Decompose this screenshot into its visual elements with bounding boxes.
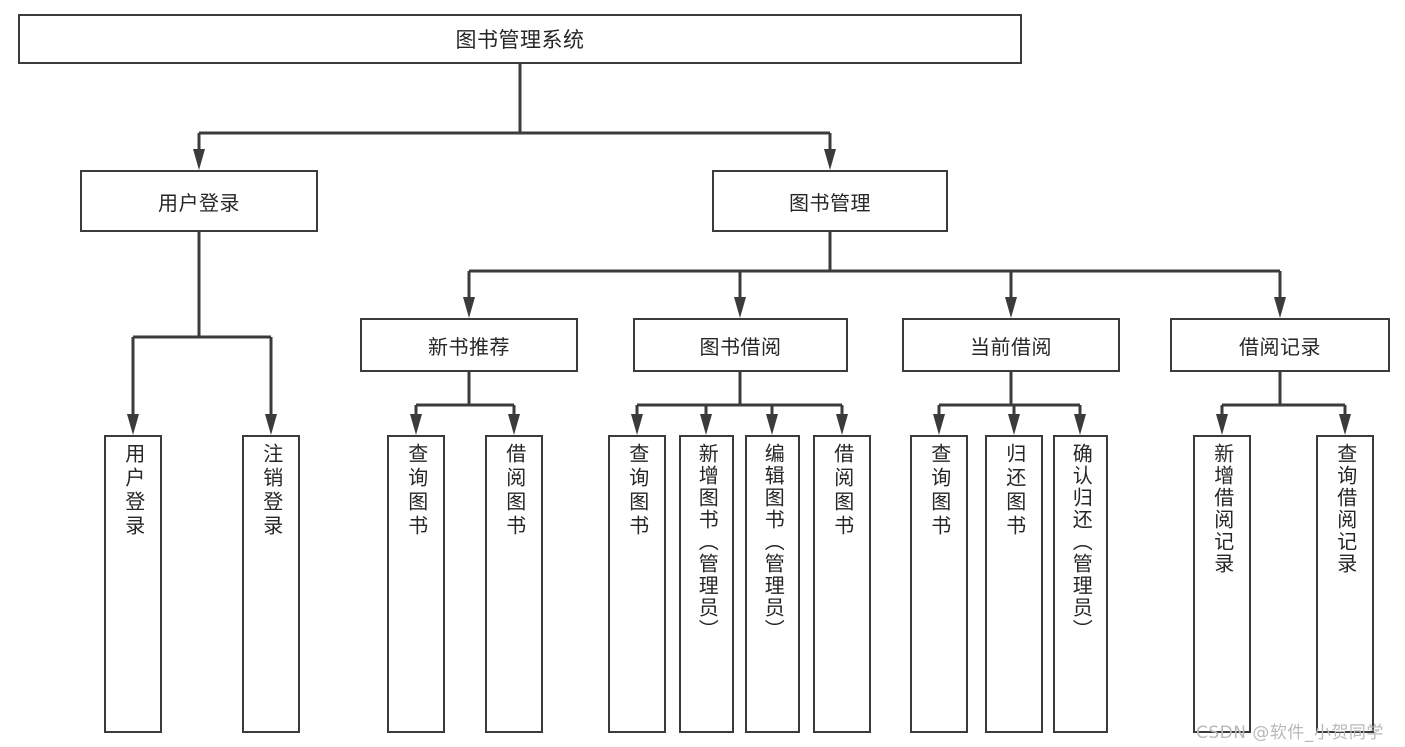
node-label: 图书借阅 bbox=[699, 334, 782, 359]
node-label: 新增图书（管理员） bbox=[695, 443, 720, 641]
node-label: 借阅记录 bbox=[1239, 334, 1321, 359]
node-book-borrow[interactable]: 图书借阅 bbox=[633, 318, 848, 372]
node-leaf-borrow-book[interactable]: 借阅图书 bbox=[813, 435, 871, 733]
node-leaf-user-login[interactable]: 用户登录 bbox=[104, 435, 162, 733]
node-borrow-record[interactable]: 借阅记录 bbox=[1170, 318, 1390, 372]
node-label: 注销登录 bbox=[259, 443, 284, 539]
conn-user-login-arrowhead-0 bbox=[127, 414, 139, 435]
conn-root-arrowhead-1 bbox=[824, 149, 836, 170]
conn-user-login-arrowhead-1 bbox=[265, 414, 277, 435]
node-leaf-add-record[interactable]: 新增借阅记录 bbox=[1193, 435, 1251, 733]
node-book-manage[interactable]: 图书管理 bbox=[712, 170, 948, 232]
node-leaf-return-book[interactable]: 归还图书 bbox=[985, 435, 1043, 733]
conn-book-borrow-arrowhead-3 bbox=[836, 414, 848, 435]
conn-new-book-rec-arrowhead-0 bbox=[410, 414, 422, 435]
conn-current-borrow-arrowhead-2 bbox=[1074, 414, 1086, 435]
node-label: 确认归还（管理员） bbox=[1069, 443, 1094, 641]
node-leaf-edit-book[interactable]: 编辑图书（管理员） bbox=[745, 435, 800, 733]
node-leaf-add-book[interactable]: 新增图书（管理员） bbox=[679, 435, 734, 733]
node-leaf-borrow-book-rec[interactable]: 借阅图书 bbox=[485, 435, 543, 733]
conn-book-manage-arrowhead-1 bbox=[734, 297, 746, 318]
node-label: 借阅图书 bbox=[830, 443, 855, 539]
csdn-watermark: CSDN @软件_小贺同学 bbox=[1196, 723, 1384, 743]
conn-book-borrow-arrowhead-2 bbox=[766, 414, 778, 435]
node-leaf-query-book-borrow[interactable]: 查询图书 bbox=[608, 435, 666, 733]
conn-book-manage-arrowhead-0 bbox=[463, 297, 475, 318]
conn-book-manage-arrowhead-2 bbox=[1005, 297, 1017, 318]
conn-root-arrowhead-0 bbox=[193, 149, 205, 170]
node-label: 用户登录 bbox=[158, 190, 240, 215]
conn-book-manage-arrowhead-3 bbox=[1274, 297, 1286, 318]
node-label: 图书管理 bbox=[789, 190, 871, 215]
conn-book-borrow-arrowhead-0 bbox=[631, 414, 643, 435]
node-label: 用户登录 bbox=[121, 443, 146, 539]
node-label: 新增借阅记录 bbox=[1210, 443, 1235, 575]
conn-current-borrow-arrowhead-0 bbox=[933, 414, 945, 435]
node-label: 查询借阅记录 bbox=[1333, 443, 1358, 575]
node-leaf-query-book-rec[interactable]: 查询图书 bbox=[387, 435, 445, 733]
conn-new-book-rec-arrowhead-1 bbox=[508, 414, 520, 435]
node-leaf-confirm-return[interactable]: 确认归还（管理员） bbox=[1053, 435, 1108, 733]
node-label: 借阅图书 bbox=[502, 443, 527, 539]
node-label: 查询图书 bbox=[927, 443, 952, 539]
node-current-borrow[interactable]: 当前借阅 bbox=[902, 318, 1120, 372]
conn-book-borrow-arrowhead-1 bbox=[700, 414, 712, 435]
node-leaf-query-record[interactable]: 查询借阅记录 bbox=[1316, 435, 1374, 733]
node-leaf-user-logout[interactable]: 注销登录 bbox=[242, 435, 300, 733]
node-label: 新书推荐 bbox=[428, 334, 510, 359]
node-label: 归还图书 bbox=[1002, 443, 1027, 539]
node-label: 编辑图书（管理员） bbox=[761, 443, 786, 641]
node-leaf-query-book-cur[interactable]: 查询图书 bbox=[910, 435, 968, 733]
node-label: 当前借阅 bbox=[970, 334, 1052, 359]
conn-current-borrow-arrowhead-1 bbox=[1008, 414, 1020, 435]
node-root[interactable]: 图书管理系统 bbox=[18, 14, 1022, 64]
node-label: 图书管理系统 bbox=[455, 28, 585, 52]
conn-borrow-record-arrowhead-1 bbox=[1339, 414, 1351, 435]
node-label: 查询图书 bbox=[404, 443, 429, 539]
node-user-login[interactable]: 用户登录 bbox=[80, 170, 318, 232]
node-label: 查询图书 bbox=[625, 443, 650, 539]
node-new-book-rec[interactable]: 新书推荐 bbox=[360, 318, 578, 372]
conn-borrow-record-arrowhead-0 bbox=[1216, 414, 1228, 435]
